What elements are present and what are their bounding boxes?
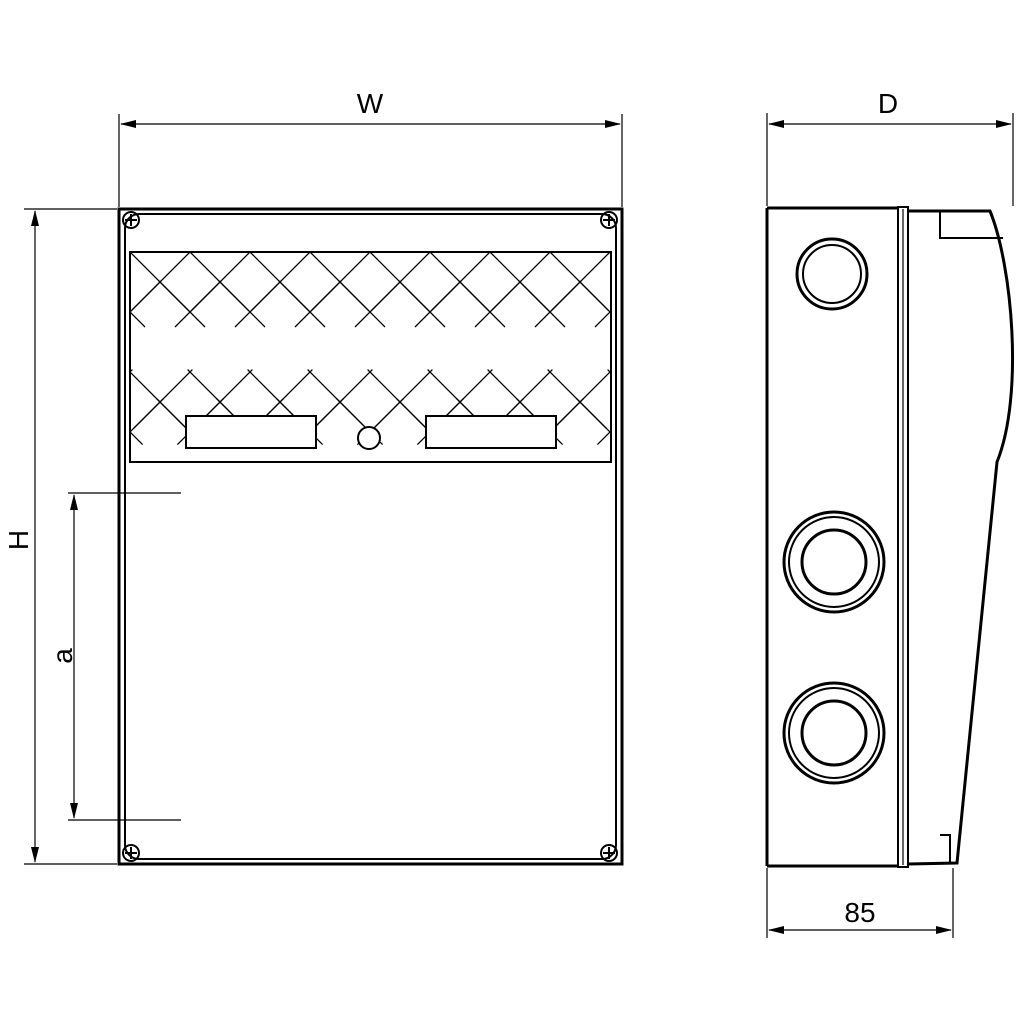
panel-hatch-pattern — [130, 252, 611, 446]
width-label: W — [357, 88, 384, 119]
front-lid-inner — [124, 213, 617, 860]
cable-entry-icon — [782, 681, 886, 785]
screw-icon — [122, 844, 140, 862]
base-depth-label: 85 — [844, 897, 875, 928]
depth-dimension: D — [766, 88, 1014, 206]
screw-icon — [600, 211, 618, 229]
front-body — [117, 207, 624, 866]
height-label: H — [3, 530, 34, 550]
height-dimension: H — [3, 208, 117, 865]
cable-entry-icon — [795, 237, 869, 311]
window-panel — [129, 251, 612, 463]
cable-entry-icon — [782, 510, 886, 614]
side-lid-profile — [907, 209, 1015, 866]
window-slot-left — [185, 415, 317, 449]
depth-label: D — [878, 88, 898, 119]
a-label: a — [47, 648, 78, 664]
side-seal-band — [897, 206, 909, 868]
screw-icon — [122, 211, 140, 229]
front-view — [117, 207, 624, 866]
window-slot-right — [425, 415, 557, 449]
screw-icon — [600, 844, 618, 862]
lock-icon — [357, 426, 381, 450]
side-view — [765, 206, 1015, 868]
width-dimension: W — [118, 88, 623, 207]
a-dimension: a — [47, 492, 181, 821]
base-depth-dimension: 85 — [766, 868, 954, 938]
